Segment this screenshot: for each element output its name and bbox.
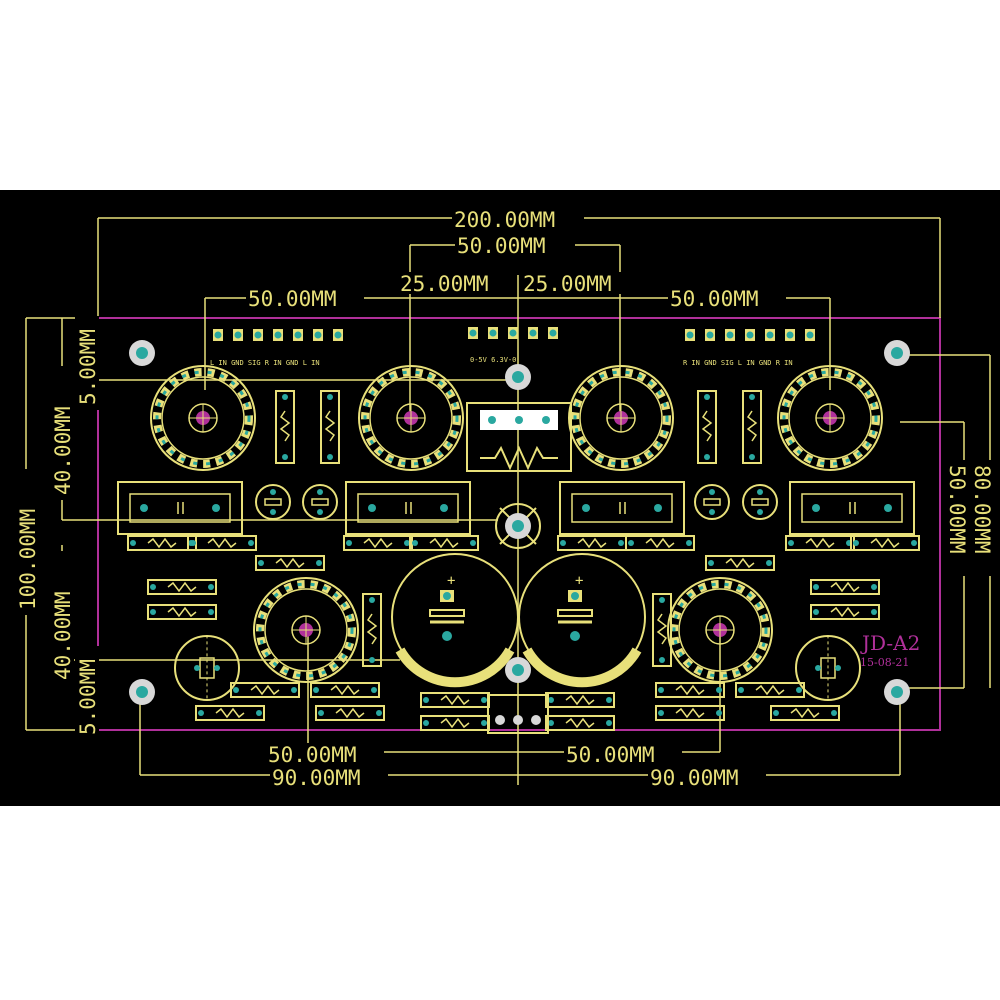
resistor-r19 — [810, 579, 880, 595]
pcb-layout-view: 200.00MM 50.00MM 50.00MM 25.00MM 25.00MM… — [0, 190, 1000, 806]
dim-right-outer: 80.00MM — [970, 465, 994, 554]
connector-label-right: R IN GND SIG L IN GND R IN — [683, 359, 793, 367]
mount-hole-top-left — [129, 340, 155, 366]
resistor-r11 — [557, 535, 627, 551]
resistor-r20 — [810, 604, 880, 620]
resistor-r28 — [655, 705, 725, 721]
small-cap-c7 — [694, 484, 730, 520]
electrolytic-cap-left: + — [391, 553, 519, 688]
resistor-r8 — [187, 535, 257, 551]
mount-hole-bottom-center — [505, 657, 531, 683]
resistor-r27 — [545, 715, 615, 731]
dim-bottom-left-outer: 90.00MM — [272, 766, 361, 790]
film-cap-c3 — [559, 481, 685, 535]
dim-right-inner: 50.00MM — [945, 465, 969, 554]
board-name: JD-A2 — [860, 631, 920, 655]
dim-left-upper: 40.00MM — [51, 406, 75, 495]
dim-top-left: 50.00MM — [248, 287, 337, 311]
connector-label-center: 0-5V 6.3V-0 — [470, 356, 516, 364]
mount-hole-top-right — [884, 340, 910, 366]
resistor-r25 — [420, 715, 490, 731]
film-cap-c2 — [345, 481, 471, 535]
dimension-lines — [25, 217, 991, 785]
resistor-r10 — [409, 535, 479, 551]
connector-label-left: L IN GND SIG R IN GND L IN — [210, 359, 320, 367]
resistor-r31 — [310, 682, 380, 698]
ground-star-pad — [495, 503, 541, 549]
trimmer-block — [466, 402, 572, 472]
resistor-r32 — [655, 682, 725, 698]
mount-hole-bottom-right — [884, 679, 910, 705]
resistor-r14 — [850, 535, 920, 551]
tube-socket-1 — [151, 366, 255, 470]
resistor-r13 — [785, 535, 855, 551]
mount-hole-top-center — [505, 364, 531, 390]
output-connector-center — [487, 694, 549, 734]
svg-text:+: + — [575, 573, 583, 589]
small-cap-c8 — [742, 484, 778, 520]
resistor-r3 — [697, 390, 717, 464]
dim-bottom-left-inner: 50.00MM — [268, 743, 357, 767]
dim-left-lower: 40.00MM — [51, 591, 75, 680]
electrolytic-cap-right: + — [518, 553, 646, 688]
electrolytic-cap-c9 — [174, 635, 240, 701]
resistor-r26 — [545, 692, 615, 708]
board-date: 15-08-21 — [860, 656, 909, 669]
resistor-r23 — [315, 705, 385, 721]
tube-socket-5 — [254, 578, 358, 682]
resistor-r1 — [275, 390, 295, 464]
dim-top-mid-left: 25.00MM — [400, 272, 489, 296]
dim-left-overall: 100.00MM — [16, 509, 40, 610]
resistor-r7 — [127, 535, 197, 551]
resistor-r21 — [230, 682, 300, 698]
resistor-r15 — [255, 555, 325, 571]
tube-socket-2 — [359, 366, 463, 470]
resistor-r30 — [770, 705, 840, 721]
pcb-drawing: 200.00MM 50.00MM 50.00MM 25.00MM 25.00MM… — [15, 208, 995, 790]
film-cap-c4 — [789, 481, 915, 535]
dim-top-mid-right: 25.00MM — [523, 272, 612, 296]
resistor-r22 — [195, 705, 265, 721]
power-connector-center — [468, 327, 558, 339]
resistor-r9 — [343, 535, 413, 551]
svg-text:+: + — [447, 573, 455, 589]
tube-socket-3 — [569, 366, 673, 470]
dim-top-overall: 200.00MM — [454, 208, 555, 232]
resistor-r18 — [147, 604, 217, 620]
resistor-r17 — [147, 579, 217, 595]
input-connector-right — [685, 329, 815, 341]
resistor-r16 — [705, 555, 775, 571]
board-outline — [97, 317, 941, 731]
dim-left-lower-margin: 5.00MM — [76, 659, 100, 735]
dim-bottom-right-inner: 50.00MM — [566, 743, 655, 767]
small-cap-c5 — [255, 484, 291, 520]
dim-bottom-right-outer: 90.00MM — [650, 766, 739, 790]
resistor-r24 — [420, 692, 490, 708]
resistor-r4 — [742, 390, 762, 464]
input-connector-left — [213, 329, 343, 341]
small-cap-c6 — [302, 484, 338, 520]
dim-left-upper-margin: 5.00MM — [76, 329, 100, 405]
dim-top-center: 50.00MM — [457, 234, 546, 258]
resistor-r12 — [625, 535, 695, 551]
resistor-r5 — [362, 593, 382, 667]
resistor-r2 — [320, 390, 340, 464]
film-cap-c1 — [117, 481, 243, 535]
mount-hole-bottom-left — [129, 679, 155, 705]
resistor-r29 — [735, 682, 805, 698]
electrolytic-cap-c10 — [795, 635, 861, 701]
dim-top-right: 50.00MM — [670, 287, 759, 311]
